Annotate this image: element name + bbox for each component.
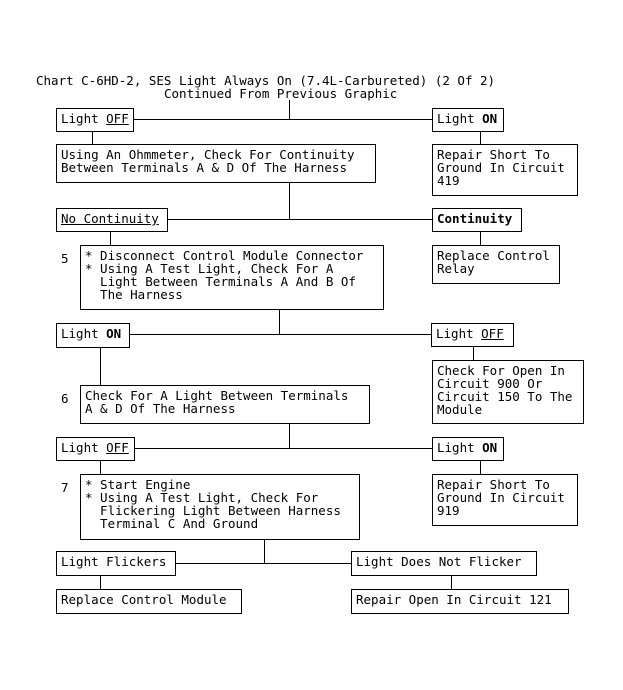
step-7-node: * Start Engine * Using A Test Light, Che… xyxy=(80,474,360,540)
step-5-node: * Disconnect Control Module Connector * … xyxy=(80,245,384,310)
replace-relay-node: Replace Control Relay xyxy=(432,245,560,284)
connector xyxy=(110,230,111,246)
node-label: Light xyxy=(436,326,482,341)
node-label: Light xyxy=(61,440,107,455)
repair-open-121-node: Repair Open In Circuit 121 xyxy=(351,589,569,614)
chart-subtitle: Continued From Previous Graphic xyxy=(164,86,398,101)
node-label: Light xyxy=(437,111,483,126)
light-on-node-3: Light ON xyxy=(432,437,504,461)
connector xyxy=(480,231,481,246)
connector xyxy=(289,100,290,119)
node-emphasis: ON xyxy=(482,440,498,455)
connector xyxy=(167,219,433,220)
connector xyxy=(100,575,101,589)
node-label: Light xyxy=(61,111,107,126)
connector xyxy=(100,347,101,385)
no-continuity-node: No Continuity xyxy=(56,208,168,232)
node-label: No Continuity xyxy=(61,211,159,226)
repair-short-919-node: Repair Short To Ground In Circuit 919 xyxy=(432,474,578,526)
connector xyxy=(175,563,352,564)
connector xyxy=(133,119,433,120)
check-open-node: Check For Open In Circuit 900 Or Circuit… xyxy=(432,360,584,424)
connector xyxy=(100,460,101,474)
node-emphasis: OFF xyxy=(106,440,129,455)
node-label: Light xyxy=(61,326,107,341)
step-number-7: 7 xyxy=(61,480,69,495)
connector xyxy=(451,575,452,589)
node-label: Light xyxy=(437,440,483,455)
step-number-5: 5 xyxy=(61,251,69,266)
connector xyxy=(289,423,290,448)
chart-title: Chart C-6HD-2, SES Light Always On (7.4L… xyxy=(36,73,496,88)
light-off-node-2: Light OFF xyxy=(431,323,514,347)
step-6-node: Check For A Light Between Terminals A & … xyxy=(80,385,370,424)
light-on-node-2: Light ON xyxy=(56,323,130,348)
light-not-flicker-node: Light Does Not Flicker xyxy=(351,551,537,576)
ohmmeter-check-node: Using An Ohmmeter, Check For Continuity … xyxy=(56,144,376,183)
light-on-node: Light ON xyxy=(432,108,504,132)
light-off-node-3: Light OFF xyxy=(56,437,135,461)
connector xyxy=(279,310,280,334)
light-flickers-node: Light Flickers xyxy=(56,551,176,576)
connector xyxy=(129,334,432,335)
node-emphasis: ON xyxy=(106,326,122,341)
step-number-6: 6 xyxy=(61,391,69,406)
light-off-node: Light OFF xyxy=(56,108,134,132)
connector xyxy=(289,182,290,219)
node-emphasis: ON xyxy=(482,111,498,126)
connector xyxy=(92,131,93,145)
replace-module-node: Replace Control Module xyxy=(56,589,242,614)
node-emphasis: OFF xyxy=(106,111,129,126)
connector xyxy=(480,460,481,475)
connector xyxy=(480,131,481,145)
connector xyxy=(134,448,433,449)
connector xyxy=(264,539,265,563)
repair-short-419-node: Repair Short To Ground In Circuit 419 xyxy=(432,144,578,196)
continuity-node: Continuity xyxy=(432,208,522,232)
node-emphasis: OFF xyxy=(481,326,504,341)
connector xyxy=(473,346,474,361)
